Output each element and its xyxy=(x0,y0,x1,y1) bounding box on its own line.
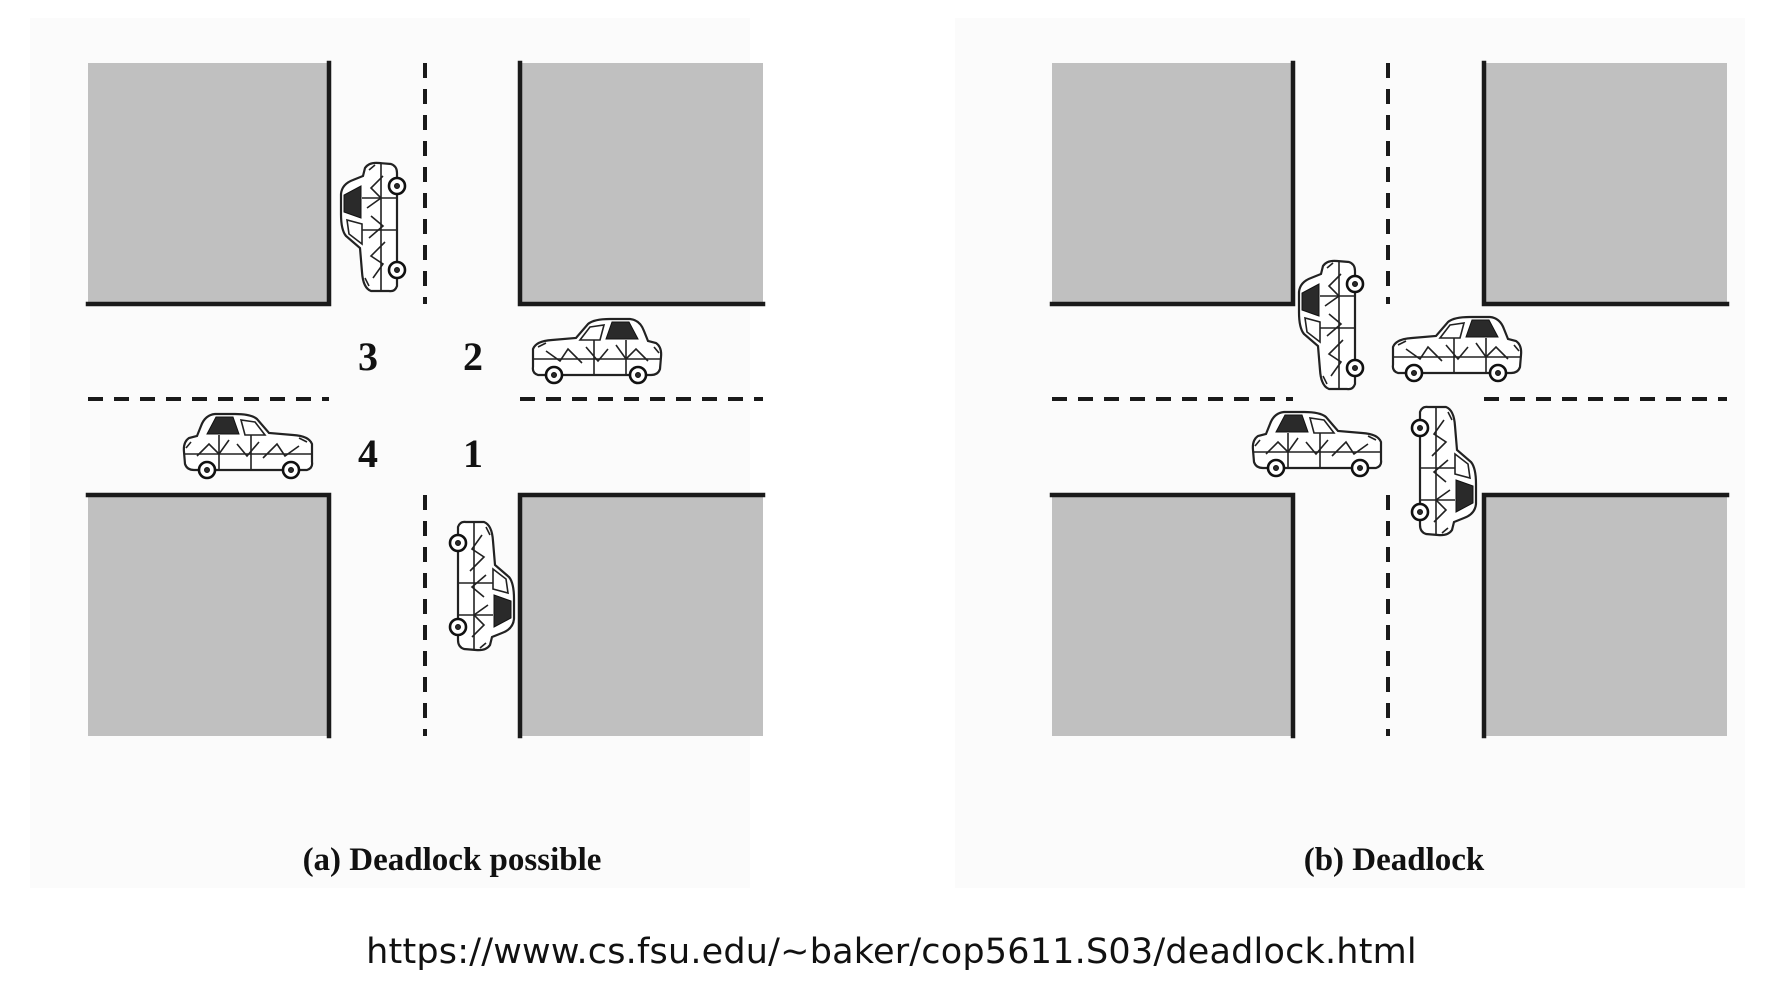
curb-b-bottom-right xyxy=(1481,492,1730,739)
city-block-a-bottom-left xyxy=(88,495,329,736)
curb-b-top-left xyxy=(1049,60,1296,307)
city-block-b-top-right xyxy=(1484,63,1727,304)
curb-b-bottom-left xyxy=(1049,492,1296,739)
curb-b-top-right xyxy=(1481,60,1730,307)
panel-b: (b) Deadlock xyxy=(955,18,1745,888)
city-block-a-top-left xyxy=(88,63,329,304)
city-block-a-top-right xyxy=(520,63,763,304)
curb-a-top-right xyxy=(517,60,766,307)
panel-a: 3 2 4 1 (a) Deadlock possible xyxy=(30,18,766,888)
caption-b: (b) Deadlock xyxy=(1304,842,1485,878)
curb-a-bottom-right xyxy=(517,492,766,739)
city-block-b-top-left xyxy=(1052,63,1293,304)
quadrant-label-2: 2 xyxy=(463,334,483,379)
city-block-a-bottom-right xyxy=(520,495,763,736)
quadrant-label-3: 3 xyxy=(358,334,378,379)
curb-a-bottom-left xyxy=(85,492,332,739)
curb-a-top-left xyxy=(85,60,332,307)
quadrant-label-4: 4 xyxy=(358,431,378,476)
city-block-b-bottom-left xyxy=(1052,495,1293,736)
source-url: https://www.cs.fsu.edu/~baker/cop5611.S0… xyxy=(366,932,1417,972)
caption-a: (a) Deadlock possible xyxy=(303,842,602,878)
quadrant-label-1: 1 xyxy=(463,431,483,476)
city-block-b-bottom-right xyxy=(1484,495,1727,736)
